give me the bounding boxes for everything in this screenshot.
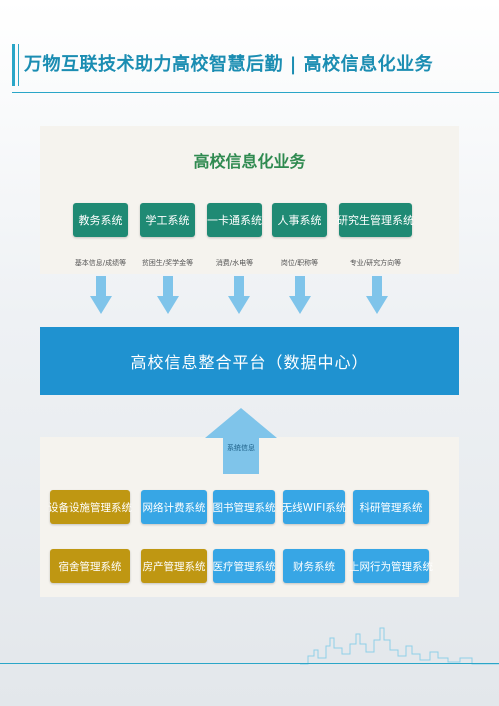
- system-box-finance: 财务系统: [283, 549, 345, 583]
- header-accent-line: [18, 44, 19, 86]
- business-panel-title: 高校信息化业务: [193, 152, 306, 171]
- system-box-network-billing: 网络计费系统: [141, 490, 207, 524]
- system-box-medical: 医疗管理系统: [213, 549, 276, 583]
- system-box-wifi: 无线WIFI系统: [282, 490, 346, 524]
- system-box-facilities: 设备设施管理系统: [48, 490, 132, 524]
- down-arrow-icon: [366, 276, 388, 316]
- data-center-platform: 高校信息整合平台（数据中心）: [40, 327, 459, 395]
- system-box-graduate: 研究生管理系统: [337, 203, 414, 237]
- up-arrow-icon: [205, 408, 277, 474]
- system-box-academic: 教务系统: [73, 203, 128, 237]
- system-box-research: 科研管理系统: [353, 490, 429, 524]
- system-info-label: 系统信息: [227, 444, 255, 452]
- city-skyline-icon: [300, 627, 499, 665]
- system-box-campus-card: 一卡通系统: [207, 203, 262, 237]
- footer-divider: [0, 663, 499, 664]
- page-title: 万物互联技术助力高校智慧后勤 | 高校信息化业务: [24, 54, 434, 75]
- system-sub-label: 消费/水电等: [215, 259, 254, 267]
- system-box-internet-behavior: 上网行为管理系统: [349, 549, 433, 583]
- down-arrow-icon: [90, 276, 112, 316]
- header-divider: [12, 92, 499, 93]
- system-sub-label: 岗位/职称等: [280, 259, 319, 267]
- platform-label: 高校信息整合平台（数据中心）: [130, 353, 369, 372]
- business-panel: [40, 126, 459, 274]
- down-arrow-icon: [289, 276, 311, 316]
- header-accent-bar: [12, 44, 15, 86]
- system-sub-label: 贫困生/奖学金等: [141, 259, 194, 267]
- system-box-student-affairs: 学工系统: [140, 203, 195, 237]
- system-box-hr: 人事系统: [272, 203, 327, 237]
- system-sub-label: 专业/研究方向等: [349, 259, 402, 267]
- system-box-library: 图书管理系统: [213, 490, 276, 524]
- system-box-property: 房产管理系统: [141, 549, 207, 583]
- down-arrow-icon: [228, 276, 250, 316]
- system-sub-label: 基本信息/成绩等: [74, 259, 127, 267]
- system-box-dormitory: 宿舍管理系统: [50, 549, 130, 583]
- down-arrow-icon: [157, 276, 179, 316]
